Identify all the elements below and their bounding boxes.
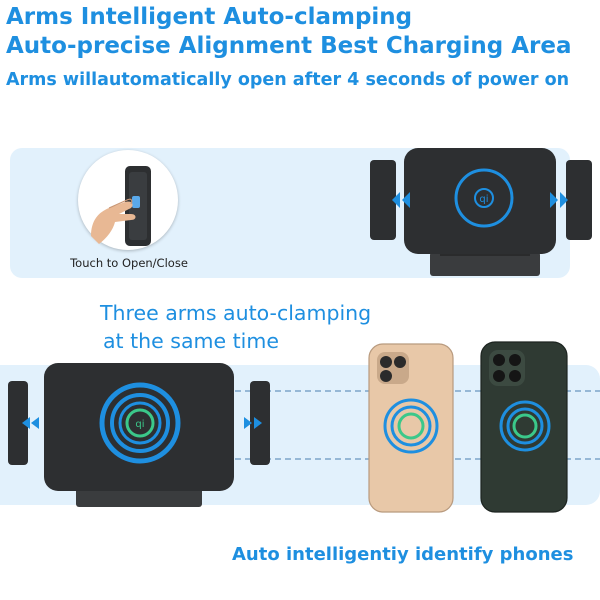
- phone-green-back-icon: [480, 341, 568, 513]
- double-chevron-icon: [392, 192, 568, 208]
- phone-gold-back-icon: [368, 343, 454, 513]
- headline-alignment: Auto-precise Alignment Best Charging Are…: [6, 33, 572, 59]
- hand-pressing-icon: [91, 166, 151, 246]
- headline-auto-clamping: Arms Intelligent Auto-clamping: [6, 4, 413, 30]
- double-chevron-icon: [22, 417, 262, 429]
- same-time-caption: at the same time: [103, 329, 279, 353]
- three-arms-caption: Three arms auto-clamping: [100, 301, 372, 325]
- svg-text:qi: qi: [135, 419, 144, 430]
- identify-phones-caption: Auto intelligentiy identify phones: [232, 544, 574, 565]
- phones-illustration: [368, 341, 568, 513]
- wireless-charger-icon: qi: [8, 363, 270, 507]
- touch-caption: Touch to Open/Close: [70, 256, 188, 270]
- wireless-charger-icon: qi: [370, 148, 592, 276]
- svg-text:qi: qi: [479, 194, 488, 205]
- headline-auto-open: Arms willautomatically open after 4 seco…: [6, 70, 570, 90]
